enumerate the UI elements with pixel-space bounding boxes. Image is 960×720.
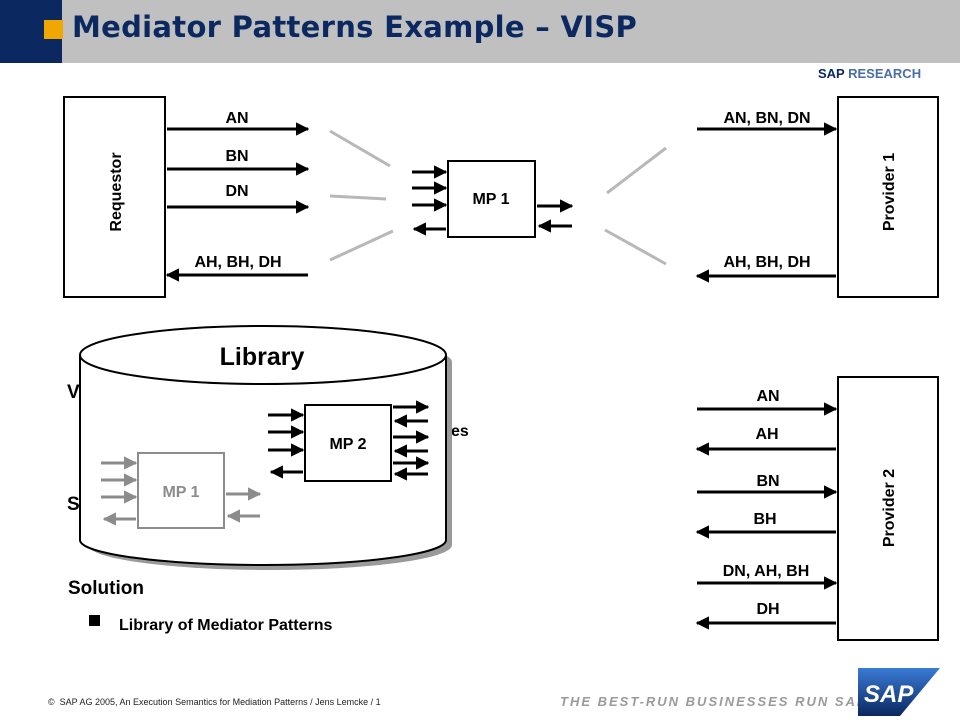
provider2-ah-label: AH: [755, 426, 778, 443]
mp1-box: [447, 160, 536, 238]
connector-line: [329, 194, 387, 201]
connector-line: [606, 146, 667, 195]
provider2-dn-label: DN, AH, BH: [723, 563, 810, 580]
hidden-fragment-v: V: [67, 382, 80, 403]
mp1-label: MP 1: [472, 191, 509, 208]
provider1-in-label: AN, BN, DN: [723, 110, 810, 127]
provider2-bn-label: BN: [756, 473, 779, 490]
footer: © SAP AG 2005, An Execution Semantics fo…: [48, 697, 381, 707]
page-title: Mediator Patterns Example – VISP: [72, 10, 638, 44]
provider1-out-label: AH, BH, DH: [723, 254, 810, 271]
connector-line: [604, 228, 667, 266]
library-mp1-box: [137, 452, 225, 529]
provider2-bh-label: BH: [753, 511, 776, 528]
requestor-box: [63, 96, 166, 298]
provider2-dh-label: DH: [756, 601, 779, 618]
title-accent-square: [44, 20, 63, 39]
sap-research-logo: SAP RESEARCH: [818, 66, 921, 81]
sap-research-bold: SAP: [818, 66, 845, 81]
connector-line: [329, 129, 391, 168]
library-mp1-label: MP 1: [162, 484, 199, 501]
sap-research-light: RESEARCH: [848, 66, 922, 81]
provider2-an-label: AN: [756, 388, 779, 405]
hidden-fragment-s: S: [67, 494, 80, 515]
provider1-box: [837, 96, 939, 298]
library-mp2-box: [304, 404, 392, 482]
requestor-label: Requestor: [108, 152, 125, 231]
provider1-label: Provider 1: [881, 153, 898, 231]
bullet-icon: [89, 615, 100, 626]
provider2-box: [837, 376, 939, 641]
provider2-label: Provider 2: [881, 469, 898, 547]
requestor-an-label: AN: [225, 110, 248, 127]
copyright-symbol: ©: [48, 697, 55, 707]
footer-text: SAP AG 2005, An Execution Semantics for …: [59, 697, 381, 707]
connector-line: [329, 229, 394, 262]
sap-logo-icon: SAP: [858, 668, 940, 716]
library-mp2-label: MP 2: [329, 436, 366, 453]
library-cylinder-top: [79, 325, 447, 385]
sap-logo-text: SAP: [864, 681, 914, 708]
solution-heading: Solution: [68, 578, 144, 599]
requestor-dn-label: DN: [225, 183, 248, 200]
requestor-bn-label: BN: [225, 148, 248, 165]
sap-logo-shape: [858, 668, 940, 716]
tagline: THE BEST-RUN BUSINESSES RUN SAP: [560, 694, 868, 709]
library-label: Library: [220, 343, 305, 371]
requestor-response-label: AH, BH, DH: [194, 254, 281, 271]
solution-bullet-text: Library of Mediator Patterns: [119, 617, 332, 634]
title-bar: [0, 0, 960, 63]
